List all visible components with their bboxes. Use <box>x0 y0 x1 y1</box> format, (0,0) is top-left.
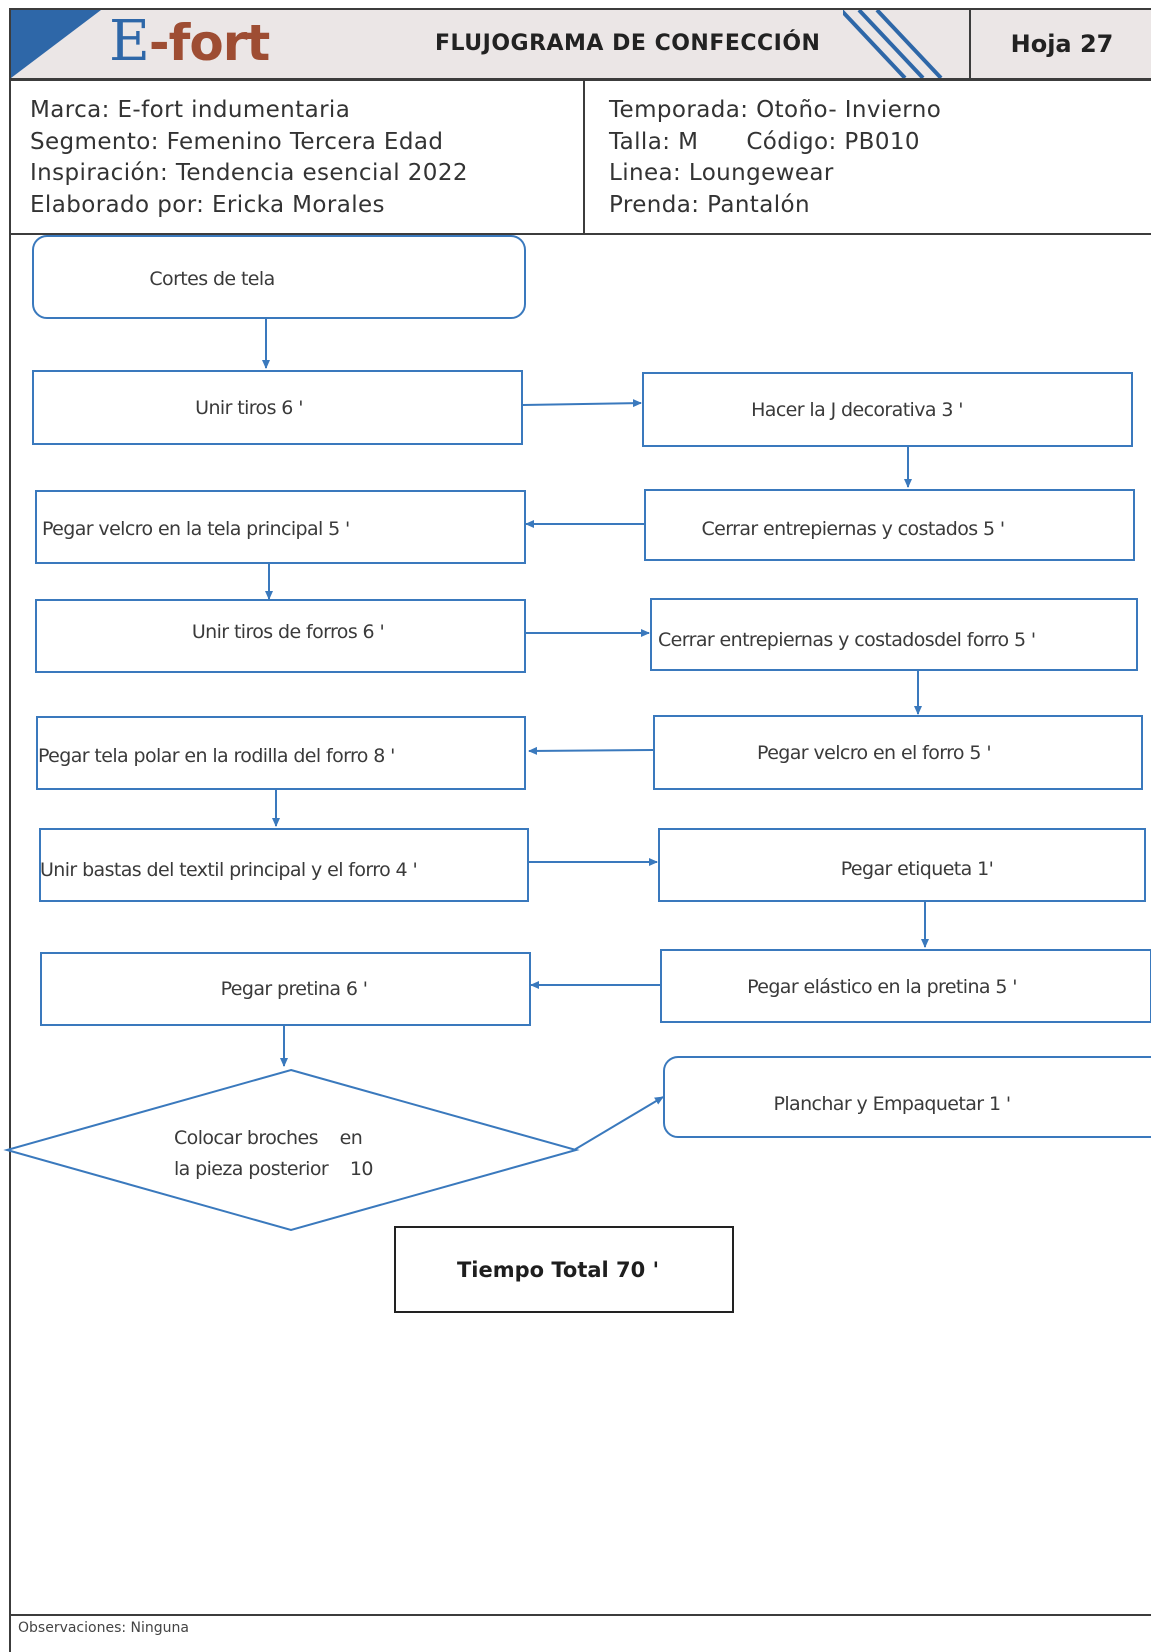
inspiration-field: Inspiración: Tendencia esencial 2022 <box>30 160 468 186</box>
header-bar: E-fort FLUJOGRAMA DE CONFECCIÓN Hoja 27 <box>11 10 1151 81</box>
size-code-line: Talla: M Código: PB010 <box>609 127 941 159</box>
node-tela-polar-label: Pegar tela polar en la rodilla del forro… <box>38 745 395 767</box>
decorative-stripes <box>843 10 943 78</box>
node-tiros-forros-box <box>35 599 526 673</box>
node-broches-diamond <box>3 1068 580 1232</box>
sheet-frame: E-fort FLUJOGRAMA DE CONFECCIÓN Hoja 27 … <box>9 8 1151 1652</box>
line-field: Linea: Loungewear <box>609 160 834 186</box>
node-pretina-box <box>40 952 531 1026</box>
node-etiqueta-box <box>658 828 1146 902</box>
observations-note: Observaciones: Ninguna <box>18 1620 189 1636</box>
node-elastico-box <box>660 949 1151 1023</box>
info-panel: Marca: E-fort indumentaria Segmento: Fem… <box>11 81 1151 235</box>
page-title: FLUJOGRAMA DE CONFECCIÓN <box>435 31 821 56</box>
arrow-unir-tiros-to-hacer-j <box>522 399 642 408</box>
node-cortes-label: Cortes de tela <box>149 268 274 290</box>
node-pretina-label: Pegar pretina 6 ' <box>221 978 368 1000</box>
arrow-broches-to-planchar <box>573 1096 664 1151</box>
node-hacer-j-label: Hacer la J decorativa 3 ' <box>751 399 963 421</box>
node-cortes-box <box>32 235 526 319</box>
size-field: Talla: M <box>609 128 699 155</box>
season-field: Temporada: Otoño- Invierno <box>609 97 942 123</box>
total-time-box <box>394 1226 734 1313</box>
node-velcro-tela-box <box>35 490 526 564</box>
garment-field: Prenda: Pantalón <box>609 191 810 218</box>
node-broches-label-line1: Colocar broches en <box>174 1127 362 1149</box>
node-velcro-forro-label: Pegar velcro en el forro 5 ' <box>757 742 991 764</box>
node-cerrar-entrepiernas-label: Cerrar entrepiernas y costados 5 ' <box>701 518 1004 540</box>
node-planchar-box <box>663 1056 1151 1138</box>
info-left-column: Marca: E-fort indumentaria Segmento: Fem… <box>30 95 468 221</box>
node-cerrar-forro-box <box>650 598 1138 671</box>
logo-e: E <box>109 10 150 74</box>
arrow-velcro-forro-to-tela-polar <box>528 746 654 755</box>
node-cerrar-forro-label: Cerrar entrepiernas y costadosdel forro … <box>658 629 1036 651</box>
node-bastas-box <box>39 828 529 902</box>
node-tela-polar-box <box>36 716 526 790</box>
info-right-column: Temporada: Otoño- Invierno Talla: M Códig… <box>609 95 941 221</box>
node-bastas-label: Unir bastas del textil principal y el fo… <box>40 859 417 881</box>
node-planchar-label: Planchar y Empaquetar 1 ' <box>774 1093 1011 1115</box>
info-divider <box>583 81 585 233</box>
segment-field: Segmento: Femenino Tercera Edad <box>30 128 444 155</box>
logo-fort: -fort <box>148 14 270 72</box>
node-cerrar-entrepiernas-box <box>644 489 1135 561</box>
node-unir-tiros-label: Unir tiros 6 ' <box>195 397 303 419</box>
brand-field: Marca: E-fort indumentaria <box>30 97 351 123</box>
brand-logo: E-fort <box>109 10 270 77</box>
node-tiros-forros-label: Unir tiros de forros 6 ' <box>192 621 384 643</box>
node-etiqueta-label: Pegar etiqueta 1' <box>841 858 993 880</box>
code-field: Código: PB010 <box>746 128 920 155</box>
node-hacer-j-box <box>642 372 1133 447</box>
node-velcro-forro-box <box>653 715 1143 790</box>
logo-triangle <box>11 10 101 78</box>
node-broches-label-line2: la pieza posterior 10 <box>174 1158 373 1180</box>
flow-labels: Cortes de tela Unir tiros 6 ' Hacer la J… <box>38 268 1036 1282</box>
total-time-label: Tiempo Total 70 ' <box>457 1258 659 1282</box>
node-velcro-tela-label: Pegar velcro en la tela principal 5 ' <box>42 518 350 540</box>
flow-nodes <box>3 235 1151 1232</box>
node-elastico-label: Pegar elástico en la pretina 5 ' <box>747 976 1017 998</box>
footer-divider <box>9 1614 1151 1616</box>
node-unir-tiros-box <box>32 370 523 445</box>
flow-arrows <box>262 318 929 1151</box>
sheet-number: Hoja 27 <box>969 10 1151 78</box>
author-field: Elaborado por: Ericka Morales <box>30 191 385 218</box>
